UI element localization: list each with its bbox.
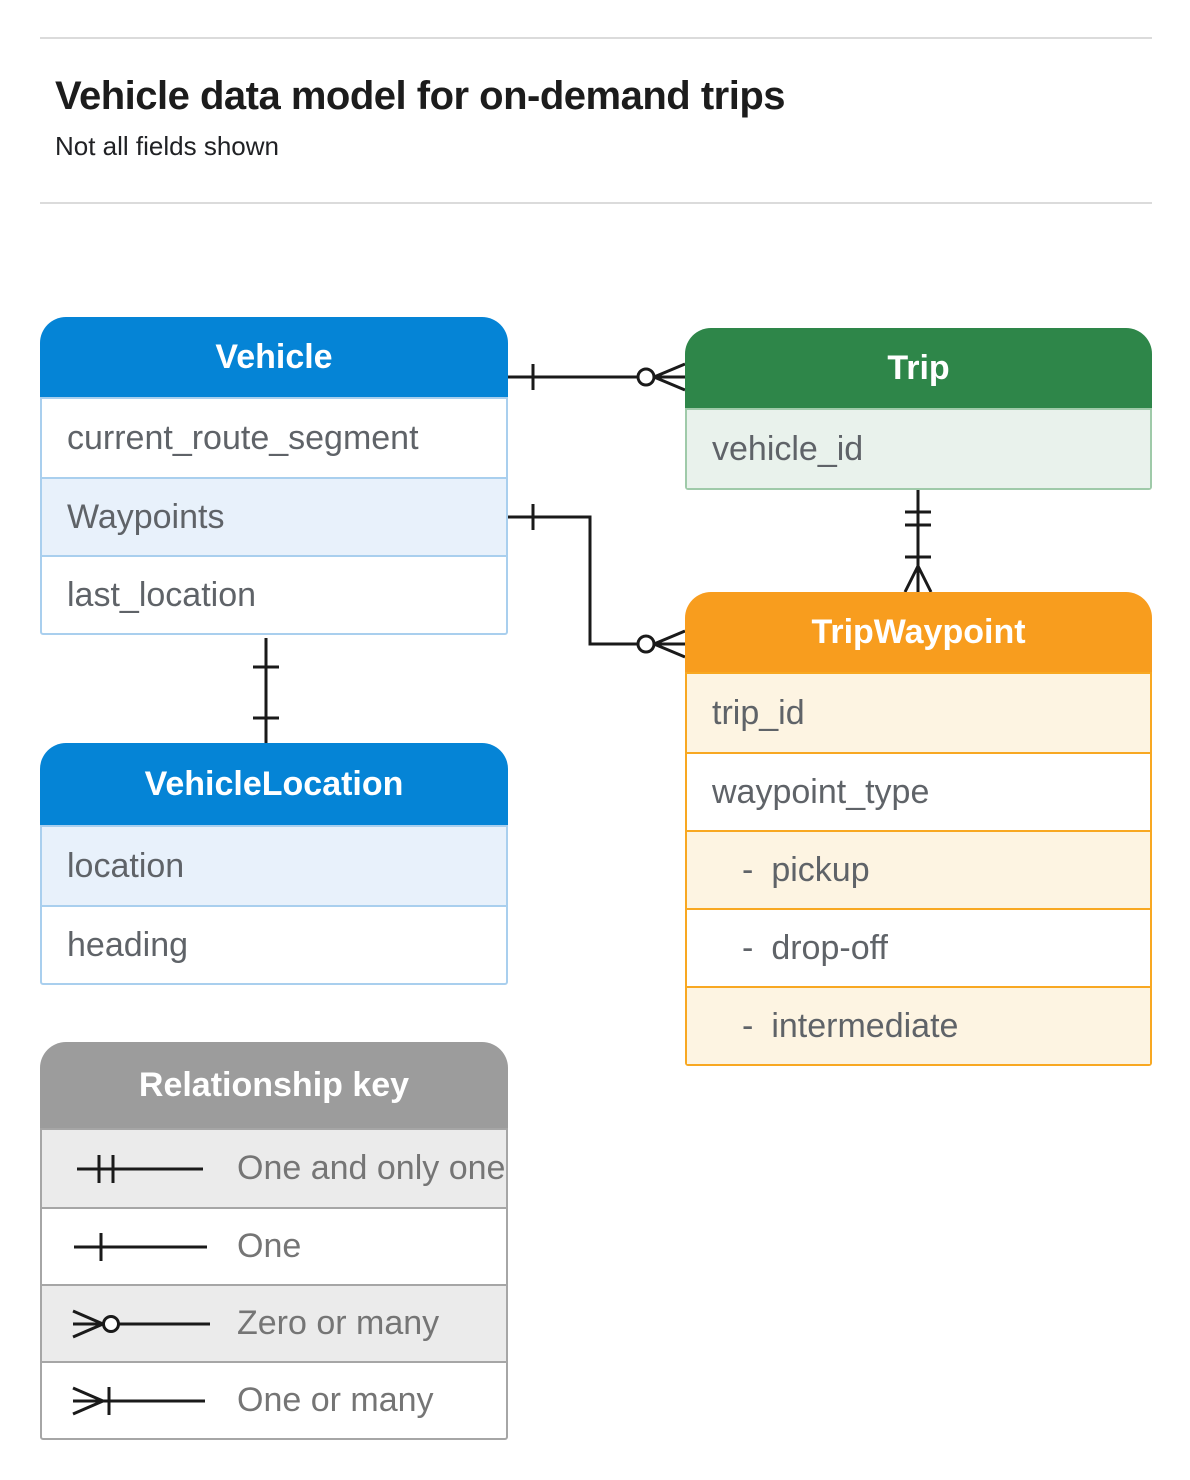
page-subtitle: Not all fields shown — [55, 131, 279, 161]
field-label: last_location — [67, 576, 257, 614]
relationship-key-body: One and only one One Zero or many — [40, 1128, 508, 1440]
field-waypoints: Waypoints — [42, 477, 506, 555]
field-heading: heading — [42, 905, 506, 983]
legend-row-zero-or-many: Zero or many — [42, 1284, 506, 1361]
legend-label: One and only one — [237, 1149, 506, 1187]
field-waypoint-type-dropoff: - drop-off — [687, 908, 1150, 986]
relationship-key-header: Relationship key — [40, 1042, 508, 1128]
connector-trip-tripwaypoint — [903, 489, 933, 593]
field-label: current_route_segment — [67, 419, 419, 457]
table-tripwaypoint-title: TripWaypoint — [811, 613, 1026, 651]
field-last-location: last_location — [42, 555, 506, 633]
field-label: drop-off — [771, 929, 888, 967]
field-waypoint-type-pickup: - pickup — [687, 830, 1150, 908]
one-or-many-symbol — [72, 1386, 205, 1415]
field-waypoint-type-intermediate: - intermediate — [687, 986, 1150, 1064]
zero-or-many-symbol — [72, 1309, 210, 1338]
table-trip-title: Trip — [887, 349, 950, 387]
relationship-key-title: Relationship key — [138, 1066, 410, 1104]
page-title: Vehicle data model for on-demand trips — [55, 74, 786, 118]
relationship-key: Relationship key One and only one One — [40, 1042, 508, 1440]
legend-label: Zero or many — [237, 1304, 440, 1342]
field-label: intermediate — [771, 1007, 959, 1045]
table-vehicle-header: Vehicle — [40, 317, 508, 397]
table-vehicle-body: current_route_segment Waypoints last_loc… — [40, 397, 508, 635]
legend-row-one: One — [42, 1207, 506, 1284]
bullet-dash: - — [742, 929, 754, 967]
connector-vehicle-trip — [508, 362, 686, 392]
table-vehicle: Vehicle current_route_segment Waypoints … — [40, 317, 508, 635]
table-vehicle-title: Vehicle — [215, 338, 333, 376]
table-vehiclelocation-title: VehicleLocation — [144, 765, 404, 803]
table-trip-header: Trip — [685, 328, 1152, 408]
divider-top — [40, 37, 1152, 39]
field-location: location — [42, 827, 506, 905]
field-waypoint-type: waypoint_type — [687, 752, 1150, 830]
field-label: heading — [67, 926, 189, 964]
field-label: trip_id — [712, 694, 805, 732]
table-vehiclelocation-header: VehicleLocation — [40, 743, 508, 825]
table-trip-body: vehicle_id — [685, 408, 1152, 490]
bullet-dash: - — [742, 851, 754, 889]
table-trip: Trip vehicle_id — [685, 328, 1152, 490]
field-current-route-segment: current_route_segment — [42, 399, 506, 477]
table-tripwaypoint-header: TripWaypoint — [685, 592, 1152, 672]
table-vehiclelocation: VehicleLocation location heading — [40, 743, 508, 985]
table-tripwaypoint-body: trip_id waypoint_type - pickup - drop-of… — [685, 672, 1152, 1066]
connector-waypoints-tripwaypoint — [508, 504, 686, 659]
field-label: Waypoints — [67, 498, 225, 536]
bullet-dash: - — [742, 1007, 754, 1045]
one-and-only-one-symbol — [77, 1154, 203, 1183]
field-label: vehicle_id — [712, 430, 864, 468]
legend-row-one-or-many: One or many — [42, 1361, 506, 1438]
legend-label: One — [237, 1227, 302, 1265]
field-label: location — [67, 847, 185, 885]
connector-vehicle-vehiclelocation — [253, 638, 279, 743]
legend-label: One or many — [237, 1381, 434, 1419]
field-label: waypoint_type — [712, 773, 930, 811]
divider-second — [40, 202, 1152, 204]
table-vehiclelocation-body: location heading — [40, 825, 508, 985]
table-tripwaypoint: TripWaypoint trip_id waypoint_type - pic… — [685, 592, 1152, 1066]
field-trip-id: trip_id — [687, 674, 1150, 752]
legend-row-one-and-only-one: One and only one — [42, 1130, 506, 1207]
one-symbol — [74, 1232, 207, 1261]
field-label: pickup — [771, 851, 870, 889]
field-vehicle-id: vehicle_id — [687, 410, 1150, 488]
